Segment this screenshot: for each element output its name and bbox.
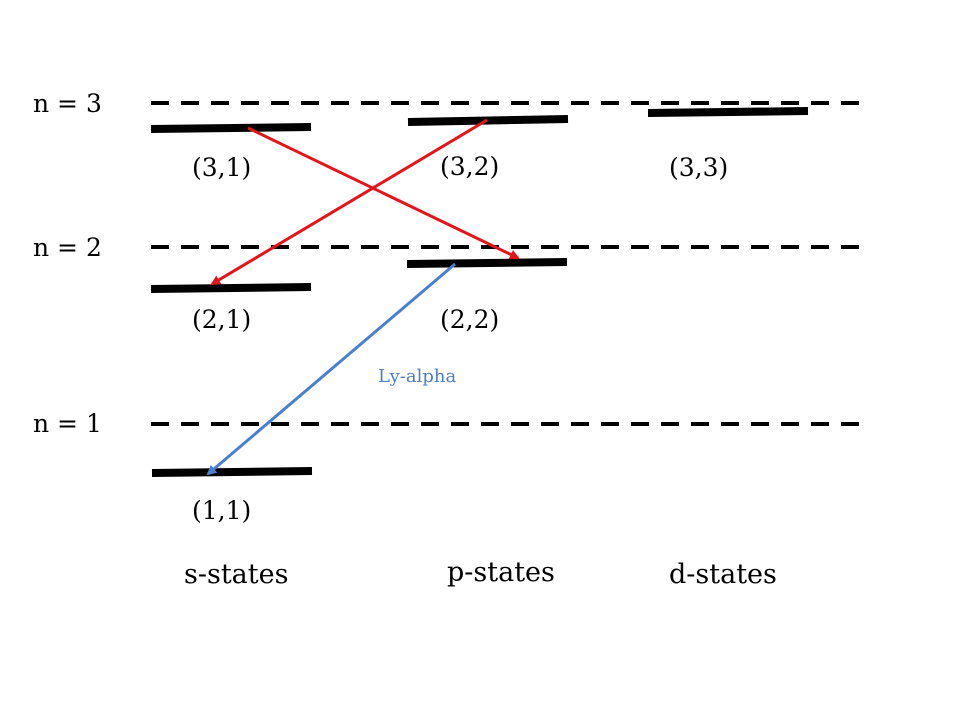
column-label-p-states: p-states bbox=[447, 557, 555, 588]
state-label-1-1: (1,1) bbox=[192, 496, 251, 525]
state-label-3-3: (3,3) bbox=[669, 153, 728, 182]
level-label-n2: n = 2 bbox=[33, 233, 102, 262]
column-label-d-states: d-states bbox=[669, 559, 777, 590]
level-3-3 bbox=[647, 107, 809, 117]
state-label-3-2: (3,2) bbox=[440, 152, 499, 181]
state-label-2-1: (2,1) bbox=[192, 305, 251, 334]
level-label-n1: n = 1 bbox=[33, 409, 102, 438]
level-label-n3: n = 3 bbox=[33, 89, 102, 118]
transition-arrow-31-to-22 bbox=[247, 126, 520, 260]
level-3-1 bbox=[150, 123, 312, 133]
ly-alpha-label: Ly-alpha bbox=[378, 366, 456, 387]
ly-alpha-arrow bbox=[206, 262, 456, 476]
level-2-1 bbox=[150, 283, 312, 293]
level-1-1 bbox=[151, 467, 313, 477]
column-label-s-states: s-states bbox=[184, 559, 288, 590]
state-label-2-2: (2,2) bbox=[440, 305, 499, 334]
level-2-2 bbox=[406, 258, 568, 268]
state-label-3-1: (3,1) bbox=[192, 153, 251, 182]
transition-arrow-32-to-21 bbox=[210, 118, 488, 286]
level-3-2 bbox=[407, 115, 569, 126]
